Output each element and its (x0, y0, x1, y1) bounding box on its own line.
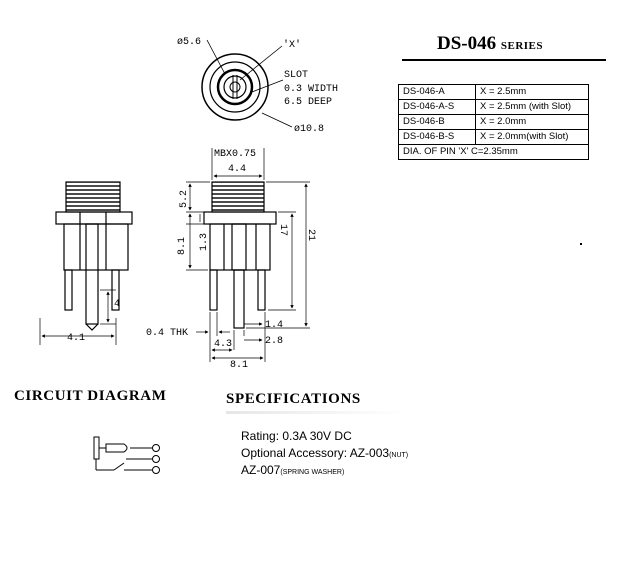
dim-52: 5.2 (179, 190, 190, 208)
dim-left-width: 4.1 (67, 333, 85, 344)
circuit-diagram-heading: CIRCUIT DIAGRAM (14, 388, 167, 404)
leader-line (206, 39, 226, 75)
dim-43: 4.3 (214, 339, 232, 350)
side-view-right (186, 148, 310, 362)
spec-accessory: Optional Accessory: AZ-003(NUT) (241, 446, 408, 460)
dim-top-outer: ø5.6 (177, 37, 201, 48)
thread-body (65, 181, 121, 213)
socket-circle (223, 75, 247, 99)
slot-depth: 6.5 DEEP (284, 97, 332, 108)
spec-accessory-2-main: AZ-007 (241, 463, 281, 477)
leader-line (261, 112, 293, 128)
dim-21: 21 (305, 229, 316, 241)
spec-accessory-2-note: (SPRING WASHER) (280, 469, 345, 476)
dim-thread: MBX0.75 (214, 149, 256, 160)
dim-17: 17 (277, 224, 288, 236)
thread-body (211, 181, 265, 213)
slot-width: 0.3 WIDTH (284, 84, 338, 95)
dim-28: 2.8 (265, 336, 283, 347)
top-view (201, 39, 293, 128)
dim-13: 1.3 (199, 233, 210, 251)
specifications-heading: SPECIFICATIONS (226, 391, 361, 407)
stray-mark (580, 243, 582, 245)
terminal-node (152, 444, 160, 452)
terminal-right (257, 269, 266, 311)
circuit-diagram (93, 436, 160, 474)
heading-underline (226, 411, 406, 414)
series-suffix: SERIES (500, 40, 544, 52)
dim-81-vertical: 8.1 (177, 237, 188, 255)
pin-circle (229, 81, 241, 93)
dim-81-horizontal: 8.1 (230, 360, 248, 371)
dim-14: 1.4 (265, 320, 283, 331)
leader-line (251, 79, 284, 93)
terminal-node (152, 466, 160, 474)
thread-circle (209, 61, 261, 113)
pin-tip (85, 323, 99, 331)
dim-top-pin: 'X' (283, 39, 301, 51)
flange-circle (201, 53, 269, 121)
terminal-left (64, 269, 73, 311)
jack-sleeve (93, 436, 100, 460)
terminal-node (152, 455, 160, 463)
dim-thickness: 0.4 THK (146, 328, 188, 339)
leader-line (239, 45, 283, 81)
spec-accessory-main: Optional Accessory: AZ-003 (241, 446, 390, 460)
spec-rating: Rating: 0.3A 30V DC (241, 429, 352, 443)
switch-contact (113, 462, 125, 471)
dim-top-flange: ø10.8 (294, 124, 324, 135)
pin-body (231, 223, 247, 271)
dim-left-pin: 4 (114, 299, 120, 310)
body-circle (216, 68, 254, 106)
variants-table: DS-046-A X = 2.5mm DS-046-A-S X = 2.5mm … (398, 84, 589, 160)
dim-width-44: 4.4 (228, 164, 246, 175)
flange-body (203, 211, 277, 225)
terminal-left (209, 269, 218, 311)
pin-body (85, 223, 99, 325)
housing-body (63, 223, 129, 271)
flange-body (55, 211, 133, 225)
spec-accessory-2: AZ-007(SPRING WASHER) (241, 463, 344, 477)
series-title: DS-046 SERIES (437, 33, 543, 55)
table-footer-row: DIA. OF PIN 'X' C=2.35mm (398, 144, 589, 160)
pin-diameter-note: DIA. OF PIN 'X' C=2.35mm (398, 144, 589, 160)
spec-accessory-note: (NUT) (389, 452, 409, 459)
side-view-left (39, 181, 133, 345)
title-rule (402, 59, 606, 61)
housing-body (209, 223, 271, 271)
terminal-center (233, 269, 245, 329)
slot-label: SLOT (284, 70, 308, 81)
jack-pin (105, 443, 128, 453)
series-model: DS-046 (437, 33, 497, 54)
